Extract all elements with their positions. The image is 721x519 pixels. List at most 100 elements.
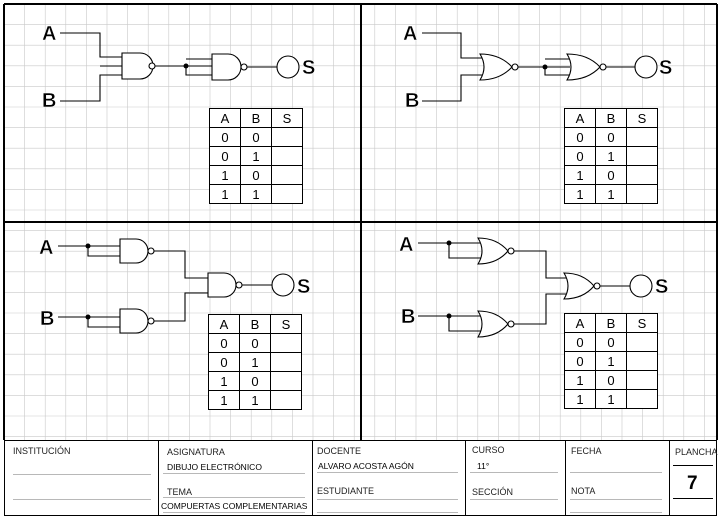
header-a: A — [209, 108, 241, 128]
output-cell[interactable] — [626, 389, 658, 409]
output-s-label: S — [302, 57, 315, 79]
output-cell[interactable] — [270, 333, 302, 353]
output-cell[interactable] — [626, 370, 658, 390]
cell: 0 — [209, 127, 241, 147]
header-b: B — [240, 108, 272, 128]
cell: 1 — [595, 389, 627, 409]
output-cell[interactable] — [270, 352, 302, 372]
fecha-label: FECHA — [571, 446, 602, 456]
cell: 0 — [595, 332, 627, 352]
cell: 1 — [208, 371, 240, 391]
output-cell[interactable] — [270, 371, 302, 391]
nota-label: NOTA — [571, 486, 596, 496]
cell: 0 — [595, 127, 627, 147]
cell: 0 — [209, 146, 241, 166]
input-a-label: A — [39, 237, 53, 259]
output-s-label: S — [655, 276, 668, 298]
input-b-label: B — [405, 90, 419, 112]
header-b: B — [595, 313, 627, 333]
input-b-label: B — [401, 306, 415, 328]
header-b: B — [595, 108, 627, 128]
header-s: S — [626, 313, 658, 333]
curso-label: CURSO — [472, 445, 505, 455]
cell: 1 — [208, 390, 240, 410]
asignatura-value: DIBUJO ELECTRÓNICO — [167, 462, 262, 472]
title-block: INSTITUCIÓN ASIGNATURA DIBUJO ELECTRÓNIC… — [4, 440, 718, 516]
or-gate — [563, 272, 595, 300]
panel-3-circuit: A B S — [39, 237, 311, 334]
output-cell[interactable] — [271, 127, 303, 147]
header-s: S — [270, 314, 302, 334]
output-cell[interactable] — [626, 332, 658, 352]
cell: 1 — [564, 389, 596, 409]
not-bubble — [235, 281, 243, 289]
cell: 0 — [208, 352, 240, 372]
cell: 1 — [209, 184, 241, 204]
not-bubble — [507, 320, 515, 328]
cell: 0 — [564, 127, 596, 147]
not-bubble — [147, 247, 155, 255]
output-cell[interactable] — [626, 184, 658, 204]
header-a: A — [564, 313, 596, 333]
cell: 1 — [564, 370, 596, 390]
output-cell[interactable] — [271, 184, 303, 204]
not-bubble — [240, 63, 248, 71]
input-a-label: A — [42, 23, 56, 45]
cell: 0 — [595, 165, 627, 185]
not-bubble — [147, 317, 155, 325]
cell: 1 — [595, 184, 627, 204]
output-cell[interactable] — [626, 351, 658, 371]
cell: 0 — [208, 333, 240, 353]
output-s-label: S — [659, 57, 672, 79]
not-bubble — [507, 247, 515, 255]
and-gate — [119, 238, 149, 264]
output-cell[interactable] — [626, 127, 658, 147]
curso-value: 11° — [477, 461, 490, 471]
output-terminal — [271, 273, 295, 297]
plancha-label: PLANCHA — [675, 447, 718, 457]
not-bubble — [511, 63, 519, 71]
quadrant-frame — [3, 3, 718, 440]
cell: 1 — [240, 184, 272, 204]
output-terminal — [276, 55, 300, 79]
not-bubble — [593, 282, 601, 290]
cell: 1 — [240, 146, 272, 166]
cell: 0 — [595, 370, 627, 390]
input-a-label: A — [399, 234, 413, 256]
and-gate — [119, 308, 149, 334]
input-b-label: B — [40, 308, 54, 330]
tema-value: COMPUERTAS COMPLEMENTARIAS — [161, 501, 308, 511]
and-gate — [207, 272, 237, 298]
header-s: S — [626, 108, 658, 128]
header-b: B — [239, 314, 271, 334]
output-s-label: S — [297, 276, 310, 298]
header-a: A — [208, 314, 240, 334]
asignatura-label: ASIGNATURA — [167, 447, 225, 457]
output-cell[interactable] — [271, 146, 303, 166]
header-s: S — [271, 108, 303, 128]
output-cell[interactable] — [271, 165, 303, 185]
output-terminal — [634, 55, 658, 79]
or-gate — [477, 237, 509, 265]
cell: 0 — [564, 351, 596, 371]
output-cell[interactable] — [626, 146, 658, 166]
cell: 0 — [239, 333, 271, 353]
output-cell[interactable] — [270, 390, 302, 410]
input-a-label: A — [403, 23, 417, 45]
not-bubble — [148, 62, 156, 70]
cell: 1 — [564, 184, 596, 204]
estudiante-label: ESTUDIANTE — [317, 486, 375, 496]
cell: 0 — [240, 127, 272, 147]
output-cell[interactable] — [626, 165, 658, 185]
cell: 1 — [239, 352, 271, 372]
and-gate — [211, 53, 242, 81]
panel-4-circuit: A B S — [399, 234, 669, 338]
cell: 1 — [595, 351, 627, 371]
or-gate — [479, 53, 513, 81]
input-b-label: B — [42, 90, 56, 112]
cell: 0 — [239, 371, 271, 391]
